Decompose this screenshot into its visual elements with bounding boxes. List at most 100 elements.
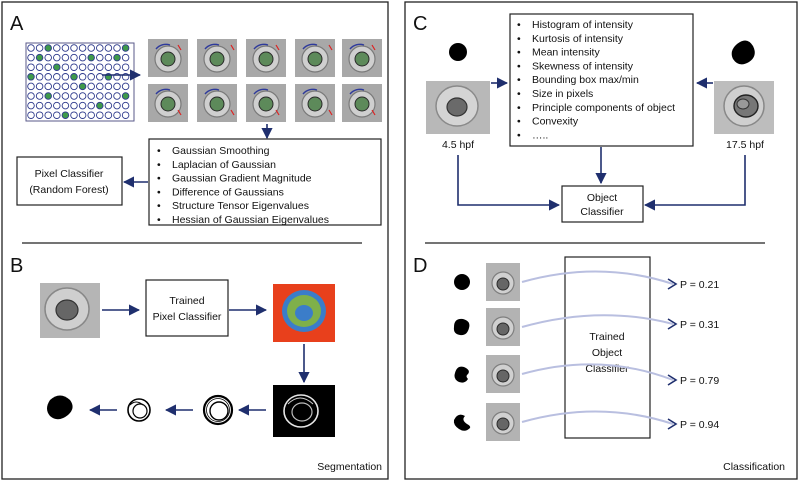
plate-well <box>27 63 35 71</box>
probability-label: P = 0.31 <box>680 319 719 331</box>
plate-well <box>53 53 61 62</box>
pixel-feature-item: Structure Tensor Eigenvalues <box>172 200 309 212</box>
object-feature-bullet: • <box>517 19 521 31</box>
binary-mask <box>273 385 335 437</box>
classified-blob <box>453 318 470 336</box>
stage-label-early: 4.5 hpf <box>442 139 474 151</box>
plate-well <box>61 44 70 52</box>
pixel-feature-list: •Gaussian Smoothing•Laplacian of Gaussia… <box>157 145 329 226</box>
plate-well <box>87 44 95 52</box>
embryo-thumbnail <box>148 39 188 77</box>
pixel-features-box <box>148 138 382 226</box>
plate-well <box>87 111 95 119</box>
object-feature-item: Histogram of intensity <box>532 19 634 31</box>
blob-late-stage <box>731 40 755 65</box>
plate-well <box>78 63 87 71</box>
embryo-thumbnail <box>342 84 382 122</box>
object-feature-item: Kurtosis of intensity <box>532 33 624 45</box>
object-feature-item: ….. <box>532 129 548 141</box>
plate-well <box>113 53 121 62</box>
plate-well <box>121 111 130 119</box>
pixel-classifier-sublabel: (Random Forest) <box>29 184 108 196</box>
plate-well <box>44 92 52 100</box>
classified-embryo-image <box>486 403 520 441</box>
plate-well <box>70 63 78 71</box>
embryo-image-early <box>426 81 490 134</box>
caption-segmentation: Segmentation <box>317 461 382 473</box>
plate-well <box>70 82 78 91</box>
plate-well <box>96 44 104 52</box>
plate-well <box>113 82 121 91</box>
plate-well <box>70 111 78 119</box>
trained-pixel-classifier-sublabel: Pixel Classifier <box>153 311 222 323</box>
plate-well <box>35 73 44 81</box>
plate-well <box>61 111 70 119</box>
pixel-classifier-label: Pixel Classifier <box>35 168 104 180</box>
embryo-thumbnail <box>295 84 335 122</box>
plate-well <box>96 92 104 100</box>
plate-well <box>87 53 95 62</box>
object-feature-item: Principle components of object <box>532 102 675 114</box>
plate-well <box>78 44 87 52</box>
panel-letter-b: B <box>10 255 23 277</box>
classified-blob <box>454 274 470 290</box>
plate-well <box>53 92 61 100</box>
input-embryo-image <box>40 283 100 338</box>
classification-arrowhead <box>667 318 678 330</box>
classified-blob <box>454 366 469 383</box>
plate-well <box>121 92 130 100</box>
object-feature-item: Size in pixels <box>532 88 593 100</box>
plate-well <box>70 73 78 81</box>
object-feature-item: Mean intensity <box>532 47 600 59</box>
object-features-box <box>509 13 694 147</box>
plate-well <box>61 82 70 91</box>
object-feature-bullet: • <box>517 129 521 141</box>
plate-well <box>78 92 87 100</box>
pixel-classifier-box <box>16 156 123 206</box>
plate-well <box>27 44 35 52</box>
classified-blob <box>453 414 471 431</box>
plate-well <box>96 53 104 62</box>
plate-well <box>104 111 113 119</box>
pixel-feature-bullet: • <box>157 159 161 171</box>
plate-well <box>27 111 35 119</box>
plate-well <box>35 44 44 52</box>
pixel-feature-bullet: • <box>157 186 161 198</box>
plate-well <box>27 53 35 62</box>
plate-well <box>87 92 95 100</box>
plate-well <box>61 101 70 110</box>
plate-well <box>35 63 44 71</box>
classified-embryo-image <box>486 355 520 393</box>
plate-well <box>113 92 121 100</box>
plate-well <box>35 92 44 100</box>
well-plate <box>25 42 135 122</box>
object-feature-bullet: • <box>517 88 521 100</box>
caption-classification: Classification <box>723 461 785 473</box>
plate-well <box>113 111 121 119</box>
arrow-early-to-object-classifier <box>457 155 561 211</box>
embryo-thumbnail <box>148 84 188 122</box>
plate-well <box>121 44 130 52</box>
embryo-thumbnail <box>295 39 335 77</box>
object-feature-bullet: • <box>517 47 521 59</box>
trained-object-classifier-label: Trained <box>589 331 624 343</box>
blob-early-stage <box>449 43 467 61</box>
classified-embryo-image <box>486 308 520 346</box>
classification-curve <box>521 270 674 285</box>
segmented-blob <box>47 395 73 420</box>
classification-rows: P = 0.21P = 0.31P = 0.79P = 0.94 <box>453 263 719 441</box>
plate-well <box>121 82 130 91</box>
plate-well <box>78 53 87 62</box>
object-feature-bullet: • <box>517 60 521 72</box>
probability-label: P = 0.94 <box>680 419 719 431</box>
plate-well <box>27 92 35 100</box>
plate-well <box>44 44 52 52</box>
plate-well <box>87 73 95 81</box>
plate-well <box>87 63 95 71</box>
plate-well <box>104 53 113 62</box>
plate-well <box>44 101 52 110</box>
plate-well <box>27 82 35 91</box>
plate-well <box>121 101 130 110</box>
trained-pixel-classifier-label: Trained <box>169 295 204 307</box>
classification-curve <box>521 363 674 381</box>
